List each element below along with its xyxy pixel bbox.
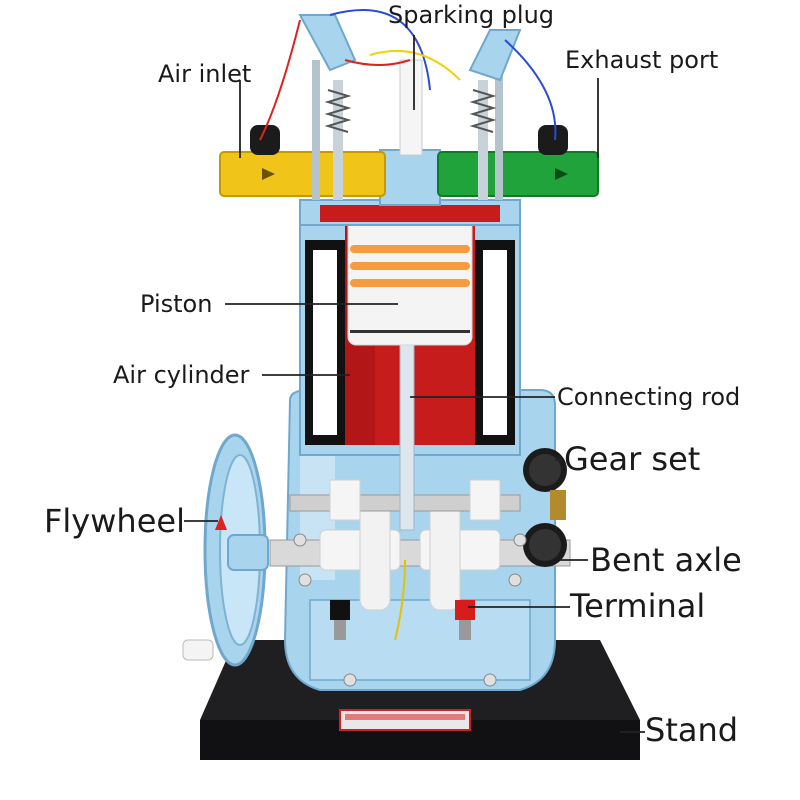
wires xyxy=(259,9,557,641)
label-air-cylinder: Air cylinder xyxy=(113,361,250,389)
flywheel-wheel xyxy=(182,433,269,667)
leader-lines xyxy=(184,35,645,733)
label-sparking-plug: Sparking plug xyxy=(388,1,555,29)
label-stand: Stand xyxy=(645,711,739,749)
label-terminal: Terminal xyxy=(570,587,706,625)
label-connecting-rod: Connecting rod xyxy=(557,383,741,411)
terminal-red xyxy=(455,600,475,620)
exhaust-port-channel xyxy=(437,151,599,197)
air-inlet-channel xyxy=(219,151,386,197)
piston-body xyxy=(347,214,473,346)
cylinder-head xyxy=(299,149,521,226)
terminals xyxy=(330,600,475,640)
label-flywheel: Flywheel xyxy=(44,502,185,540)
connecting-rod-bar xyxy=(399,339,415,531)
exhaust-arrow-icon xyxy=(555,168,568,180)
bent-axle-assembly xyxy=(269,479,571,611)
flywheel-arrow-icon xyxy=(215,515,227,530)
label-air-inlet: Air inlet xyxy=(158,60,252,88)
sparking-plug-body xyxy=(399,59,423,156)
label-exhaust-port: Exhaust port xyxy=(565,46,719,74)
terminal-black xyxy=(330,600,350,620)
gear-set xyxy=(523,448,567,567)
label-gear-set: Gear set xyxy=(564,440,701,478)
label-bent-axle: Bent axle xyxy=(590,541,742,579)
label-piston: Piston xyxy=(140,290,213,318)
inlet-arrow-icon xyxy=(262,168,275,180)
valve-train xyxy=(250,14,568,200)
